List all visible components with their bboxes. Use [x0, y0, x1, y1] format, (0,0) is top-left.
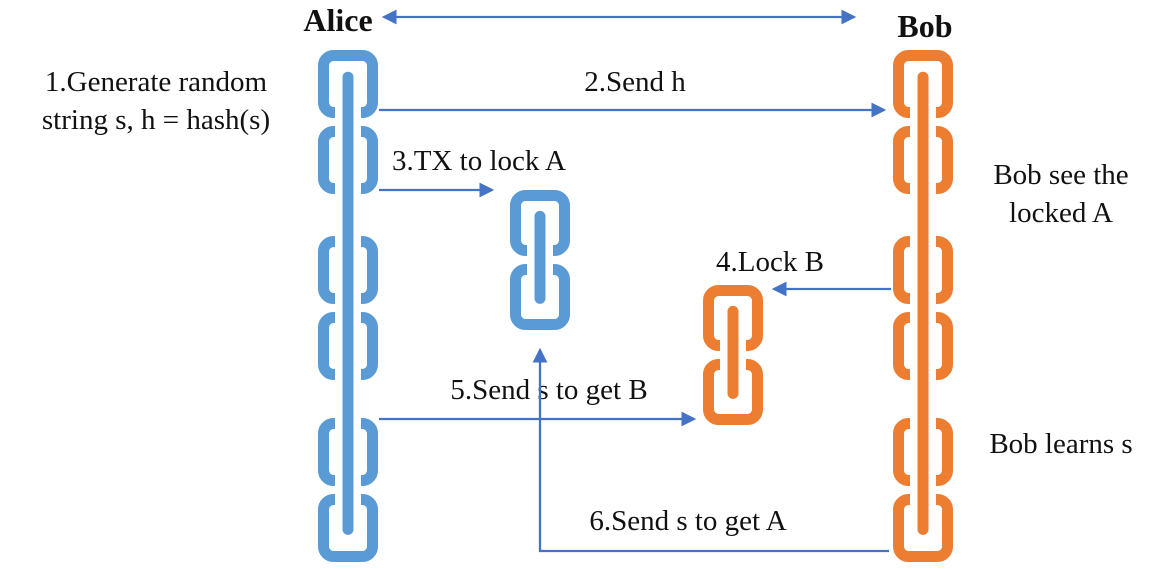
bob-blockchain-chain-icon [893, 50, 953, 562]
locked-asset-b-chain-icon [703, 285, 763, 425]
step1-line2: string s, h = hash(s) [41, 104, 271, 136]
step2-label: 2.Send h [584, 66, 686, 98]
step5-label: 5.Send s to get B [450, 374, 648, 406]
bob-sees-line1: Bob see the [993, 159, 1129, 191]
bob-sees-line2: locked A [1009, 197, 1113, 229]
step6-label: 6.Send s to get A [589, 505, 787, 537]
step1-line1: 1.Generate random [44, 66, 268, 98]
step1-label: 1.Generate random string s, h = hash(s) [0, 63, 312, 139]
alice-blockchain-chain-icon [318, 50, 378, 562]
bob-sees-note: Bob see the locked A [966, 156, 1156, 232]
step4-label: 4.Lock B [716, 246, 824, 278]
bob-title: Bob [897, 8, 953, 44]
step3-label: 3.TX to lock A [392, 145, 566, 177]
bob-learns-note: Bob learns s [989, 428, 1133, 460]
alice-title: Alice [303, 2, 373, 38]
locked-asset-a-chain-icon [510, 190, 570, 330]
